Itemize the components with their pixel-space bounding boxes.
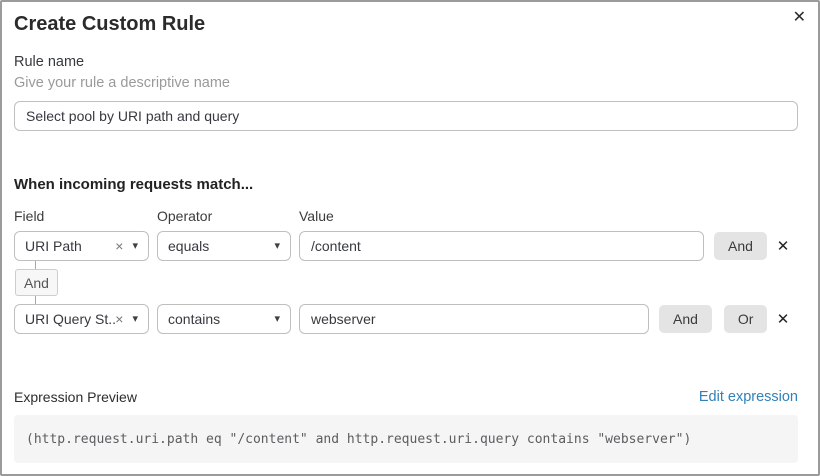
expression-preview-section: Expression Preview Edit expression (http… xyxy=(14,388,798,463)
field-select[interactable]: URI Path × ▾ xyxy=(14,231,149,261)
field-column-label: Field xyxy=(14,208,45,224)
expression-code: (http.request.uri.path eq "/content" and… xyxy=(14,415,798,463)
chevron-down-icon: ▾ xyxy=(132,312,138,325)
clear-field-icon[interactable]: × xyxy=(115,238,124,254)
field-select-value: URI Query St... xyxy=(25,311,116,327)
value-column-label: Value xyxy=(299,208,334,224)
remove-condition-icon[interactable]: ✕ xyxy=(776,238,790,255)
clear-field-icon[interactable]: × xyxy=(115,311,124,327)
chevron-down-icon: ▾ xyxy=(132,239,138,252)
match-section: When incoming requests match... Field Op… xyxy=(14,175,798,334)
expression-preview-label: Expression Preview xyxy=(14,389,137,405)
rule-name-helper: Give your rule a descriptive name xyxy=(14,75,230,91)
operator-select[interactable]: contains ▾ xyxy=(157,304,291,334)
dialog-title: Create Custom Rule xyxy=(14,13,206,35)
field-select-value: URI Path xyxy=(25,238,82,254)
connector-line-top xyxy=(35,261,36,269)
match-heading: When incoming requests match... xyxy=(14,176,254,193)
connector-line-bottom xyxy=(35,296,36,304)
edit-expression-link[interactable]: Edit expression xyxy=(698,389,798,405)
value-input[interactable] xyxy=(299,231,704,261)
or-button[interactable]: Or xyxy=(723,305,768,333)
and-button[interactable]: And xyxy=(714,232,767,260)
rule-name-section: Rule name Give your rule a descriptive n… xyxy=(14,53,798,131)
condition-column-labels: Field Operator Value xyxy=(14,208,798,224)
condition-row-1: URI Path × ▾ equals ▾ And ✕ xyxy=(14,231,798,261)
and-connector-badge[interactable]: And xyxy=(15,269,58,296)
value-input[interactable] xyxy=(299,304,649,334)
rule-name-label: Rule name xyxy=(14,54,85,70)
and-button[interactable]: And xyxy=(659,305,712,333)
close-icon[interactable]: ✕ xyxy=(792,9,806,26)
condition-connector: And xyxy=(14,261,798,304)
chevron-down-icon: ▾ xyxy=(274,239,280,252)
operator-select[interactable]: equals ▾ xyxy=(157,231,291,261)
chevron-down-icon: ▾ xyxy=(274,312,280,325)
operator-column-label: Operator xyxy=(157,208,213,224)
operator-select-value: equals xyxy=(168,238,210,254)
condition-row-2: URI Query St... × ▾ contains ▾ And Or ✕ xyxy=(14,304,798,334)
operator-select-value: contains xyxy=(168,311,221,327)
rule-name-input[interactable] xyxy=(14,101,798,131)
remove-condition-icon[interactable]: ✕ xyxy=(776,311,790,328)
field-select[interactable]: URI Query St... × ▾ xyxy=(14,304,149,334)
